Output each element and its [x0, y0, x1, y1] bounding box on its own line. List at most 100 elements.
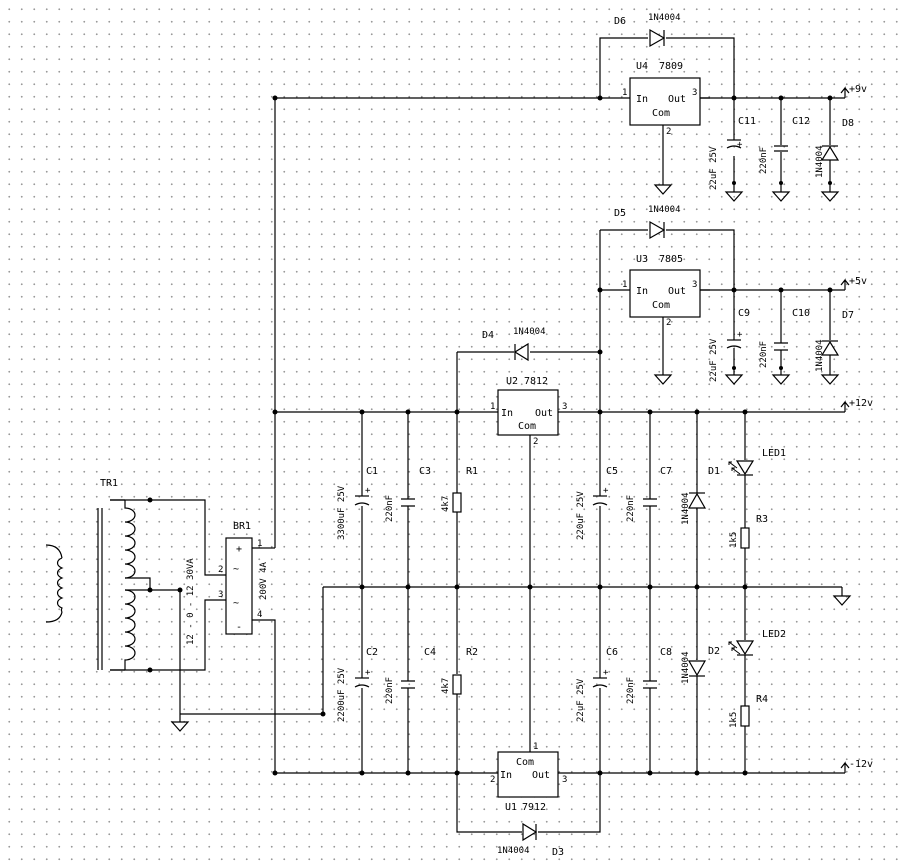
svg-text:+: + — [603, 486, 609, 496]
svg-text:In: In — [501, 408, 513, 419]
svg-text:1N4004: 1N4004 — [815, 145, 825, 178]
svg-text:C5: C5 — [606, 466, 618, 477]
capacitor-c2: + C2 2200uF 25V — [337, 647, 378, 722]
svg-text:+: + — [365, 486, 371, 496]
svg-text:~: ~ — [233, 564, 239, 575]
bridge-rectifier-br1: BR1 + ~ ~ - 1 2 3 4 200V 4A — [218, 521, 269, 635]
svg-text:Com: Com — [516, 757, 534, 768]
svg-text:BR1: BR1 — [233, 521, 251, 532]
ground-icon — [653, 184, 673, 195]
rail-arrow-icon — [840, 400, 850, 412]
regulator-u4: U4 7809 In Out Com 1 3 2 — [620, 61, 710, 137]
svg-text:C2: C2 — [366, 647, 378, 658]
svg-text:2: 2 — [533, 437, 538, 447]
svg-text:U3: U3 — [636, 254, 648, 265]
rail-label-12v: +12v — [849, 398, 873, 409]
svg-text:C7: C7 — [660, 466, 672, 477]
svg-text:220nF: 220nF — [759, 147, 769, 174]
svg-text:R1: R1 — [466, 466, 478, 477]
svg-text:D8: D8 — [842, 118, 854, 129]
svg-text:1: 1 — [257, 539, 262, 549]
capacitor-c6: + C6 22uF 25V — [576, 647, 618, 722]
rail-label-minus-12v: -12v — [849, 759, 873, 770]
svg-text:R2: R2 — [466, 647, 478, 658]
led-led1: LED1 — [728, 448, 786, 476]
svg-text:U2: U2 — [506, 376, 518, 387]
ground-symbols — [170, 184, 852, 732]
wires — [45, 37, 845, 833]
svg-text:+: + — [737, 330, 743, 340]
svg-text:2200uF 25V: 2200uF 25V — [337, 667, 347, 722]
diode-d8: D8 1N4004 — [815, 118, 854, 178]
svg-text:R3: R3 — [756, 514, 768, 525]
svg-text:12 - 0 - 12 30VA: 12 - 0 - 12 30VA — [186, 558, 196, 645]
diode-d3: 1N4004 D3 — [497, 822, 564, 858]
ground-icon — [771, 374, 791, 385]
capacitor-c11: + C11 22uF 25V — [709, 116, 756, 190]
regulator-u2: U2 7812 In Out Com 1 3 2 — [490, 376, 567, 447]
svg-text:LED2: LED2 — [762, 629, 786, 640]
junctions — [147, 95, 833, 776]
rail-labels: +9v +5v +12v -12v — [840, 84, 873, 773]
rail-arrow-icon — [840, 761, 850, 773]
svg-text:C10: C10 — [792, 308, 810, 319]
transformer-tr1: TR1 12 - 0 - 12 30VA — [56, 478, 196, 671]
svg-text:C12: C12 — [792, 116, 810, 127]
svg-text:1N4004: 1N4004 — [497, 846, 530, 856]
svg-text:Out: Out — [532, 770, 550, 781]
svg-text:R4: R4 — [756, 694, 768, 705]
svg-text:220nF: 220nF — [626, 495, 636, 522]
svg-text:C11: C11 — [738, 116, 756, 127]
svg-text:D2: D2 — [708, 646, 720, 657]
svg-text:3: 3 — [218, 590, 223, 600]
svg-text:Com: Com — [652, 300, 670, 311]
ground-icon — [820, 191, 840, 202]
svg-text:+: + — [365, 668, 371, 678]
svg-text:1N4004: 1N4004 — [648, 13, 681, 23]
svg-text:2: 2 — [218, 565, 223, 575]
svg-text:Out: Out — [535, 408, 553, 419]
ground-icon — [724, 191, 744, 202]
capacitor-c10: C10 220nF — [759, 308, 810, 368]
svg-text:7809: 7809 — [659, 61, 683, 72]
ground-icon — [771, 191, 791, 202]
svg-text:1k5: 1k5 — [729, 712, 739, 728]
svg-text:3: 3 — [692, 280, 697, 290]
rail-arrow-icon — [840, 86, 850, 98]
svg-text:7912: 7912 — [522, 802, 546, 813]
svg-text:C9: C9 — [738, 308, 750, 319]
svg-text:22uF 25V: 22uF 25V — [709, 146, 719, 190]
svg-text:220uF 25V: 220uF 25V — [576, 491, 586, 540]
svg-text:220nF: 220nF — [626, 677, 636, 704]
svg-text:1N4004: 1N4004 — [681, 492, 691, 525]
svg-text:D7: D7 — [842, 310, 854, 321]
svg-text:TR1: TR1 — [100, 478, 118, 489]
svg-text:Out: Out — [668, 286, 686, 297]
svg-text:4: 4 — [257, 610, 262, 620]
svg-text:3300uF 25V: 3300uF 25V — [337, 485, 347, 540]
regulator-u3: U3 7805 In Out Com 1 3 2 — [620, 254, 710, 328]
svg-text:4k7: 4k7 — [441, 678, 451, 694]
diode-d7: D7 1N4004 — [815, 310, 854, 372]
svg-text:2: 2 — [666, 318, 671, 328]
rail-arrow-icon — [840, 278, 850, 290]
svg-text:U4: U4 — [636, 61, 648, 72]
svg-text:D4: D4 — [482, 330, 494, 341]
svg-text:Com: Com — [652, 108, 670, 119]
svg-text:200V 4A: 200V 4A — [259, 561, 269, 600]
capacitor-c1: + C1 3300uF 25V — [337, 466, 378, 540]
svg-text:+: + — [236, 544, 242, 555]
svg-text:7805: 7805 — [659, 254, 683, 265]
capacitor-c7: C7 220nF — [626, 466, 672, 522]
svg-text:1: 1 — [622, 280, 627, 290]
diode-d2: D2 1N4004 — [681, 646, 720, 684]
svg-text:1: 1 — [622, 88, 627, 98]
resistor-r4: R4 1k5 — [729, 694, 768, 728]
ground-icon — [724, 374, 744, 385]
ground-icon — [820, 374, 840, 385]
svg-text:D5: D5 — [614, 208, 626, 219]
svg-text:In: In — [636, 94, 648, 105]
capacitor-c4: C4 220nF — [385, 647, 436, 704]
svg-text:7812: 7812 — [524, 376, 548, 387]
